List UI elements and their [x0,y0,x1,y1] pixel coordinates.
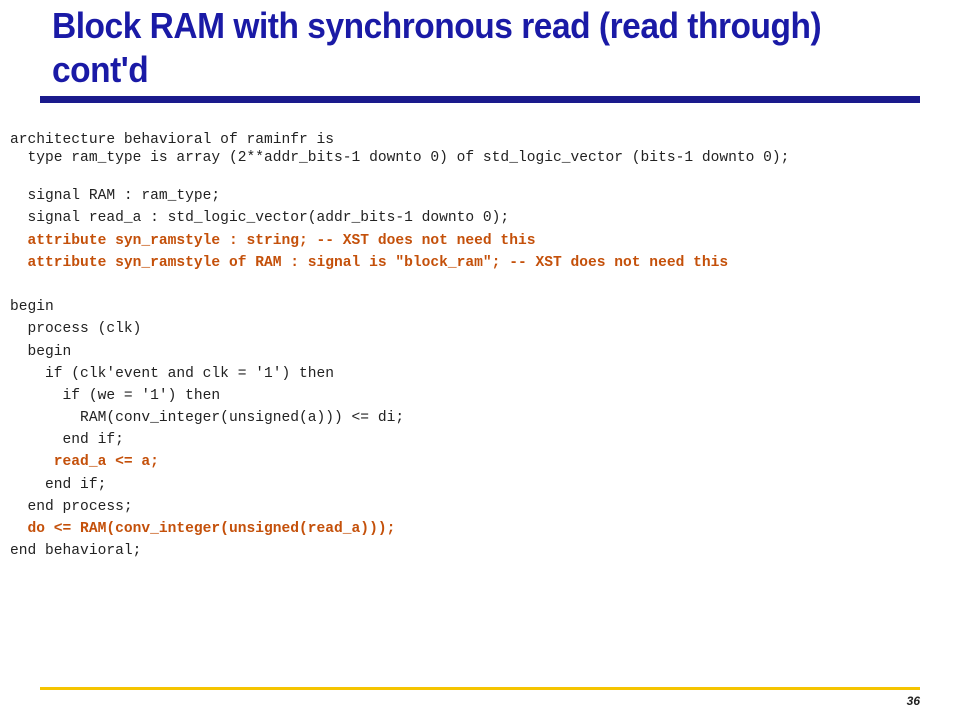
footer-divider [40,687,920,690]
code-line: if (we = '1') then [10,387,221,404]
code-line: if (clk'event and clk = '1') then [10,365,335,382]
slide-title: Block RAM with synchronous read (read th… [52,5,822,90]
code-line: attribute syn_ramstyle : string; -- XST … [10,232,536,249]
code-line: signal RAM : ram_type; [10,188,221,205]
code-line: process (clk) [10,321,142,338]
code-line: end if; [10,432,124,449]
code-blank-line [10,274,950,296]
code-line: begin [10,299,54,316]
code-line: type ram_type is array (2**addr_bits-1 d… [10,150,790,167]
code-line: end behavioral; [10,543,142,560]
code-line: end process; [10,498,133,515]
code-line: end if; [10,476,107,493]
title-underline [40,96,920,103]
code-line: do <= RAM(conv_integer(unsigned(read_a))… [10,521,396,537]
code-line: attribute syn_ramstyle of RAM : signal i… [10,254,729,271]
code-line: read_a <= a; [10,454,159,471]
code-line: architecture behavioral of raminfr is [10,132,335,148]
code-line: begin [10,343,72,360]
code-line: signal read_a : std_logic_vector(addr_bi… [10,210,510,227]
code-line: RAM(conv_integer(unsigned(a))) <= di; [10,410,405,427]
page-number: 36 [906,694,920,708]
vhdl-code-block: architecture behavioral of raminfr is ty… [10,129,950,562]
